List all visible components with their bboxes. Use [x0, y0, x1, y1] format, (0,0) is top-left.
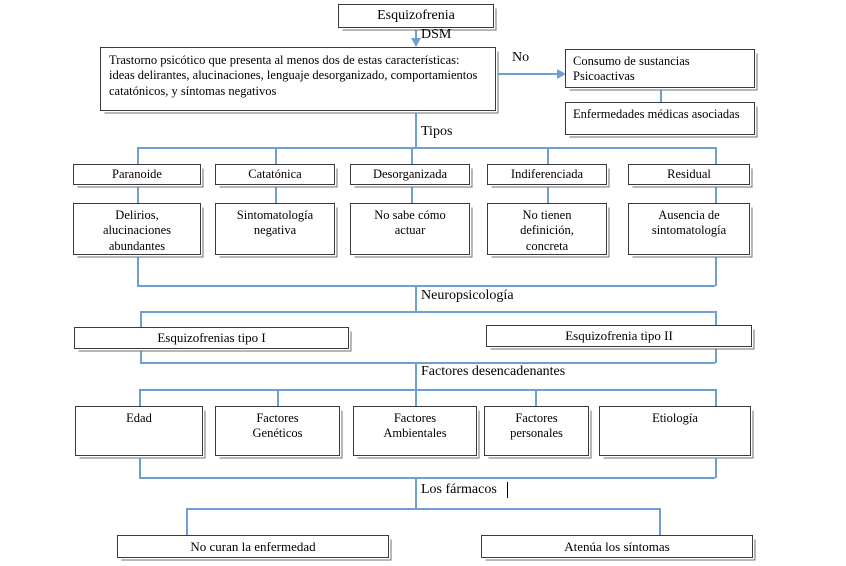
node-type-residual-description-label: Ausencia de sintomatología	[651, 208, 727, 238]
node-type-residual[interactable]: Residual	[628, 164, 750, 185]
connector-merge-to-neuro	[415, 285, 417, 311]
node-factor-ambientales[interactable]: Factores Ambientales	[353, 406, 477, 456]
node-criteria[interactable]: Trastorno psicótico que presenta al meno…	[100, 47, 496, 111]
connector-bus-to-type-2	[411, 147, 413, 164]
node-exclusion-enfermedades-label: Enfermedades médicas asociadas	[573, 107, 740, 121]
connector-bus-to-factor-1	[277, 389, 279, 406]
edge-label-factores: Factores desencadenantes	[421, 364, 566, 379]
node-factor-personales[interactable]: Factores personales	[484, 406, 589, 456]
node-type-desorganizada[interactable]: Desorganizada	[350, 164, 470, 185]
edge-label-farmacos: Los fármacos	[421, 482, 497, 497]
node-type-paranoide-label: Paranoide	[112, 166, 162, 181]
connector-merge-to-factores	[415, 362, 417, 390]
node-type-paranoide-description-label: Delirios, alucinaciones abundantes	[102, 208, 172, 253]
connector-bus-to-type-4	[715, 147, 717, 164]
node-type-catatonica[interactable]: Catatónica	[215, 164, 335, 185]
connector-bus-to-factor-0	[139, 389, 141, 406]
connector-type-1-to-desc	[275, 185, 277, 203]
connector-tipo2-down	[715, 347, 717, 363]
node-type-desorganizada-description[interactable]: No sabe cómo actuar	[350, 203, 470, 255]
connector-factor-4-down	[715, 456, 717, 478]
connector-neuro-bus	[140, 311, 715, 313]
connector-type-2-to-desc	[411, 185, 413, 203]
node-factor-geneticos-label: Factores Genéticos	[252, 411, 303, 441]
connector-bus-to-drug-1	[659, 508, 661, 535]
node-type-residual-description[interactable]: Ausencia de sintomatología	[628, 203, 750, 255]
node-factor-edad-label: Edad	[126, 411, 152, 425]
node-factor-etiologia[interactable]: Etiología	[599, 406, 751, 456]
connector-tipos-bus	[137, 147, 715, 149]
connector-bus-to-factor-2	[415, 389, 417, 406]
connector-neuro-bus-to-tipo2	[715, 311, 717, 327]
connector-bus-to-factor-3	[535, 389, 537, 406]
node-type-desorganizada-label: Desorganizada	[372, 166, 448, 181]
node-factor-geneticos[interactable]: Factores Genéticos	[215, 406, 340, 456]
connector-merge-to-farmacos	[415, 477, 417, 509]
node-factor-etiologia-label: Etiología	[652, 411, 698, 425]
text-cursor	[507, 482, 508, 498]
edge-label-neuropsicologia: Neuropsicología	[421, 288, 514, 303]
node-esquizofrenias-tipo-1[interactable]: Esquizofrenias tipo I	[74, 327, 349, 349]
connector-bus-to-drug-0	[186, 508, 188, 535]
connector-criteria-to-exclusion	[496, 73, 562, 75]
node-factor-edad[interactable]: Edad	[75, 406, 203, 456]
node-esquizofrenias-tipo-1-label: Esquizofrenias tipo I	[157, 330, 266, 346]
node-criteria-label: Trastorno psicótico que presenta al meno…	[109, 53, 478, 98]
node-root-label: Esquizofrenia	[377, 8, 455, 24]
connector-neuro-merge-bus	[140, 362, 715, 364]
node-type-catatonica-description[interactable]: Sintomatología negativa	[215, 203, 335, 255]
node-drug-atenua[interactable]: Atenúa los síntomas	[481, 535, 753, 558]
edge-label-tipos: Tipos	[421, 124, 453, 139]
node-exclusion-sustancias-label: Consumo de sustancias Psicoactivas	[573, 54, 690, 84]
node-type-indiferenciada-description[interactable]: No tienen definición, concreta	[487, 203, 607, 255]
node-drug-no-curan-label: No curan la enfermedad	[190, 538, 316, 554]
connector-bus-to-type-0	[137, 147, 139, 164]
node-type-catatonica-label: Catatónica	[248, 166, 302, 181]
node-type-indiferenciada-label: Indiferenciada	[510, 166, 584, 181]
edge-label-dsm: DSM	[421, 27, 452, 42]
connector-bus-to-factor-4	[715, 389, 717, 406]
node-type-indiferenciada-description-label: No tienen definición, concreta	[520, 208, 574, 253]
connector-factores-merge-bus	[139, 477, 715, 479]
connector-neuro-bus-to-tipo1	[140, 311, 142, 327]
connector-type-4-to-desc	[715, 185, 717, 203]
node-exclusion-enfermedades[interactable]: Enfermedades médicas asociadas	[565, 102, 755, 135]
connector-farmacos-bus	[186, 508, 660, 510]
node-esquizofrenia-tipo-2-label: Esquizofrenia tipo II	[565, 328, 673, 344]
connector-bus-to-type-3	[547, 147, 549, 164]
arrowhead-criteria-to-exclusion	[557, 69, 566, 79]
connector-bus-to-type-1	[275, 147, 277, 164]
node-type-paranoide-description[interactable]: Delirios, alucinaciones abundantes	[73, 203, 201, 255]
arrowhead-root-to-criteria	[411, 38, 421, 47]
node-type-desorganizada-description-label: No sabe cómo actuar	[374, 208, 446, 238]
node-drug-atenua-label: Atenúa los síntomas	[564, 538, 670, 554]
connector-root-to-criteria	[415, 28, 417, 44]
connector-factor-0-down	[139, 456, 141, 478]
node-esquizofrenia-tipo-2[interactable]: Esquizofrenia tipo II	[486, 325, 752, 347]
connector-desc-4-up	[715, 255, 717, 286]
node-root-esquizofrenia[interactable]: Esquizofrenia	[338, 4, 494, 28]
connector-tipo1-down	[140, 349, 142, 363]
connector-criteria-to-tipos	[415, 111, 417, 148]
connector-type-0-to-desc	[137, 185, 139, 203]
node-factor-ambientales-label: Factores Ambientales	[383, 411, 447, 441]
connector-types-merge-bus	[137, 285, 715, 287]
edge-label-no: No	[512, 50, 530, 65]
connector-factores-bus	[139, 389, 715, 391]
node-type-catatonica-description-label: Sintomatología negativa	[236, 208, 314, 238]
node-type-residual-label: Residual	[667, 166, 711, 181]
node-type-paranoide[interactable]: Paranoide	[73, 164, 201, 185]
node-factor-personales-label: Factores personales	[510, 411, 563, 441]
node-exclusion-sustancias[interactable]: Consumo de sustancias Psicoactivas	[565, 49, 755, 88]
connector-exclusion1-to-exclusion2	[660, 88, 662, 102]
connector-desc-0-up	[137, 255, 139, 286]
connector-type-3-to-desc	[547, 185, 549, 203]
node-type-indiferenciada[interactable]: Indiferenciada	[487, 164, 607, 185]
node-drug-no-curan[interactable]: No curan la enfermedad	[117, 535, 389, 558]
